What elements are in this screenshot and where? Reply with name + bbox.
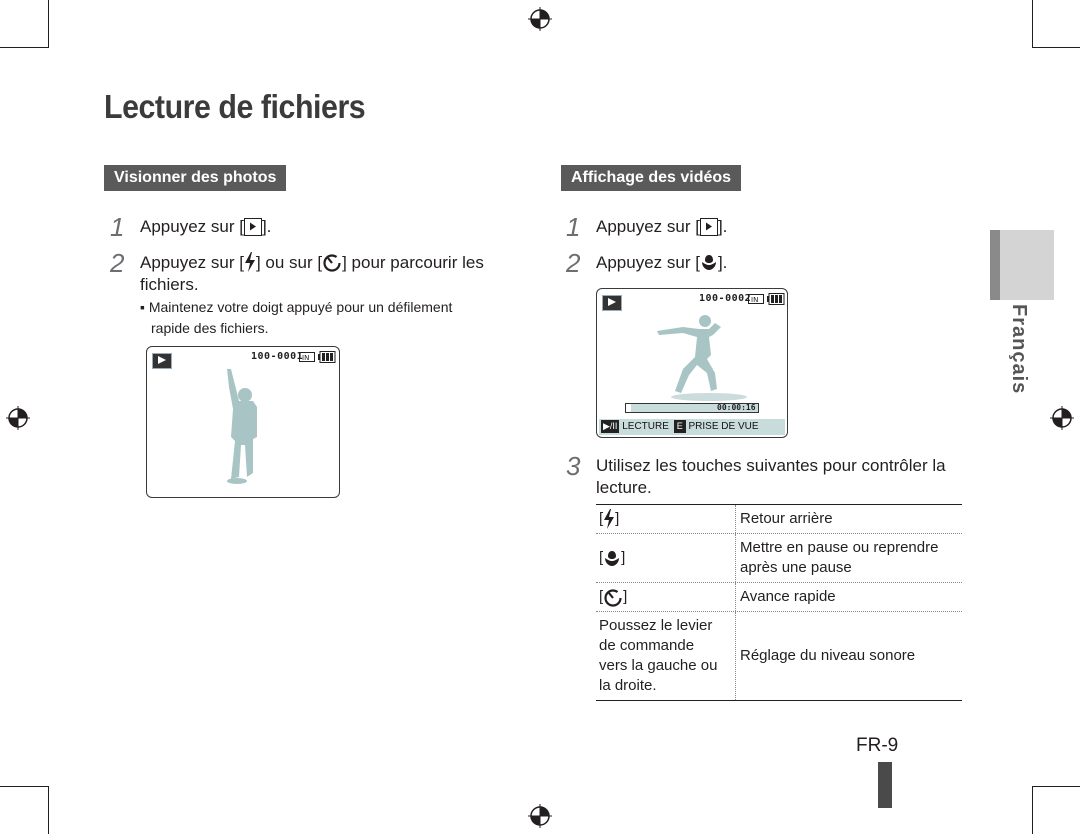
svg-text:IN: IN bbox=[302, 354, 309, 362]
table-cell: Réglage du niveau sonore bbox=[740, 647, 916, 664]
flash-icon bbox=[604, 509, 615, 529]
step-number: 1 bbox=[110, 212, 125, 242]
table-row: [] Mettre en pause ou reprendre après un… bbox=[596, 534, 962, 583]
child-figure-image bbox=[227, 369, 257, 484]
crop-mark bbox=[0, 786, 48, 787]
table-cell: Mettre en pause ou reprendre après une p… bbox=[740, 539, 939, 576]
video-control-bar: ▶/II LECTURE E PRISE DE VUE bbox=[599, 419, 785, 435]
elapsed-time: 00:00:16 bbox=[717, 403, 756, 412]
page-title: Lecture de fichiers bbox=[104, 88, 366, 125]
battery-icon bbox=[318, 351, 336, 363]
memory-icon: IN bbox=[748, 294, 764, 304]
crop-mark bbox=[1032, 0, 1033, 48]
crop-mark bbox=[0, 47, 48, 48]
camera-screen-photo: 100-0001 IN bbox=[146, 346, 340, 498]
crop-mark bbox=[48, 786, 49, 834]
play-pause-key-icon: ▶/II bbox=[601, 420, 620, 433]
section-heading-videos: Affichage des vidéos bbox=[561, 165, 742, 191]
step-text: Appuyez sur []. bbox=[596, 253, 728, 272]
file-number: 100-0001 bbox=[251, 351, 304, 362]
page-marker bbox=[878, 762, 892, 808]
step-text: Appuyez sur []. bbox=[596, 217, 728, 236]
timer-icon bbox=[323, 254, 341, 272]
play-button-icon bbox=[699, 218, 718, 236]
camera-screen-video: 100-0002 IN 00:00:16 ▶/II LECTURE E PRIS… bbox=[596, 288, 788, 438]
crop-mark bbox=[1032, 786, 1080, 787]
dancer-figure-image bbox=[657, 315, 747, 401]
crop-mark bbox=[48, 0, 49, 48]
step-text: Appuyez sur [] ou sur [] pour parcourir … bbox=[140, 252, 484, 294]
svg-text:IN: IN bbox=[751, 296, 758, 304]
registration-mark-icon bbox=[6, 406, 30, 430]
macro-icon bbox=[605, 551, 620, 566]
step-number: 1 bbox=[566, 212, 581, 242]
step-text: Utilisez les touches suivantes pour cont… bbox=[596, 456, 946, 497]
play-mode-icon bbox=[602, 295, 622, 311]
battery-icon bbox=[767, 293, 785, 305]
note-text: ▪ Maintenez votre doigt appuyé pour un d… bbox=[140, 299, 453, 336]
step-text: Appuyez sur []. bbox=[140, 217, 272, 236]
registration-mark-icon bbox=[1050, 406, 1074, 430]
e-key-icon: E bbox=[673, 420, 686, 433]
video-progress-fill bbox=[626, 404, 632, 412]
language-label: Français bbox=[1008, 304, 1030, 395]
macro-icon bbox=[701, 255, 716, 270]
capture-label: PRISE DE VUE bbox=[688, 421, 759, 432]
section-heading-photos: Visionner des photos bbox=[104, 165, 287, 191]
play-mode-icon bbox=[152, 353, 172, 369]
registration-mark-icon bbox=[528, 804, 552, 828]
table-cell: Avance rapide bbox=[740, 588, 836, 605]
table-row: Poussez le levier de commande vers la ga… bbox=[596, 612, 962, 700]
crop-mark bbox=[1032, 47, 1080, 48]
page-number: FR-9 bbox=[856, 735, 899, 756]
video-progress-bar bbox=[625, 403, 759, 413]
step-number: 2 bbox=[566, 248, 581, 278]
file-number: 100-0002 bbox=[699, 293, 752, 304]
table-row: [] Retour arrière bbox=[596, 505, 962, 534]
table-cell: Retour arrière bbox=[740, 510, 833, 527]
crop-mark bbox=[1032, 786, 1033, 834]
table-row: [] Avance rapide bbox=[596, 583, 962, 612]
language-tab bbox=[990, 230, 1054, 300]
step-number: 2 bbox=[110, 248, 125, 278]
step-number: 3 bbox=[566, 451, 581, 481]
timer-icon bbox=[604, 589, 622, 607]
play-button-icon bbox=[243, 218, 262, 236]
language-tab-bar bbox=[990, 230, 1000, 300]
flash-icon bbox=[244, 252, 255, 272]
playback-label: LECTURE bbox=[622, 421, 669, 432]
registration-mark-icon bbox=[528, 7, 552, 31]
memory-icon: IN bbox=[299, 352, 315, 362]
controls-table: [] Retour arrière [] Mettre en pause ou … bbox=[596, 504, 962, 701]
